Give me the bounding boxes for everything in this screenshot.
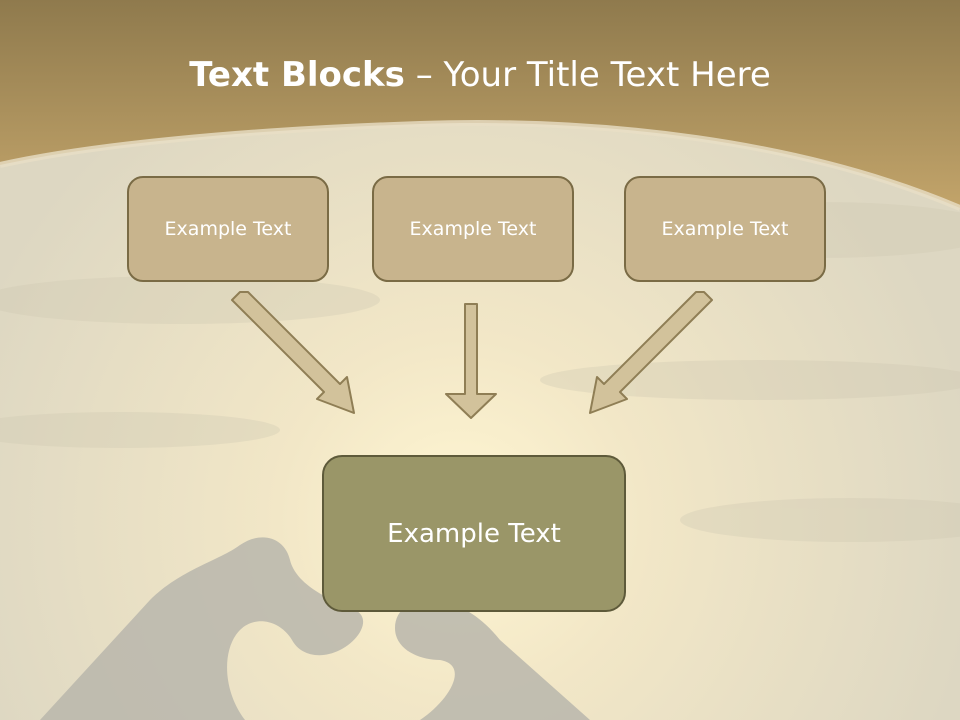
- text-block-1-label: Example Text: [164, 218, 292, 240]
- title-rest-part: – Your Title Text Here: [404, 55, 771, 95]
- target-block: Example Text: [322, 455, 626, 612]
- text-block-2: Example Text: [372, 176, 574, 282]
- arrow-left: [231, 291, 355, 414]
- hands-silhouette: [40, 537, 590, 720]
- arrow-right: [589, 291, 713, 414]
- text-block-1: Example Text: [127, 176, 329, 282]
- arrow-center: [445, 303, 497, 419]
- slide-title: Text Blocks – Your Title Text Here: [0, 52, 960, 98]
- text-block-2-label: Example Text: [409, 218, 537, 240]
- text-block-3-label: Example Text: [661, 218, 789, 240]
- header-band: [0, 0, 960, 208]
- title-bold-part: Text Blocks: [189, 55, 405, 95]
- target-block-label: Example Text: [387, 518, 561, 549]
- text-block-3: Example Text: [624, 176, 826, 282]
